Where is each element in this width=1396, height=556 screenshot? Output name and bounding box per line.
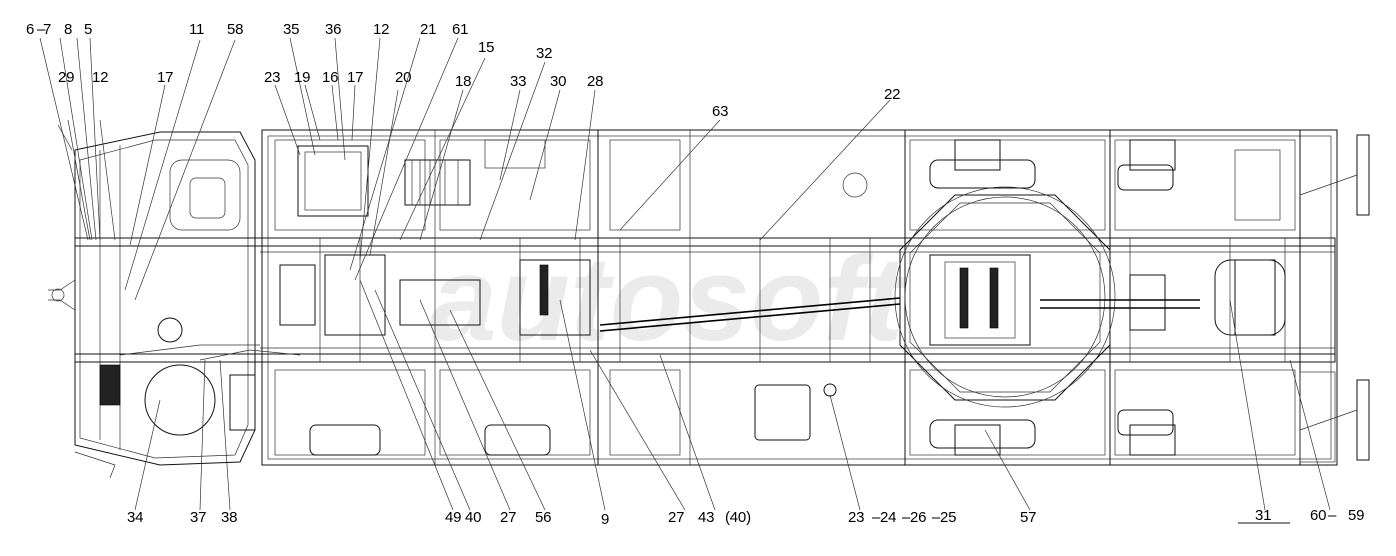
leader-lines: [39, 37, 1331, 524]
label-28: 28: [587, 73, 604, 90]
watermark-text: autosoft: [430, 232, 908, 366]
label-40: 40: [465, 509, 482, 526]
dash-separator: –: [1328, 507, 1337, 524]
label-37: 37: [190, 509, 207, 526]
dash-separator: –: [902, 509, 911, 526]
label-21: 21: [420, 21, 437, 38]
label-36: 36: [325, 21, 342, 38]
dash-separator: –: [932, 509, 941, 526]
label-26: 26: [910, 509, 927, 526]
label-20: 20: [395, 69, 412, 86]
outrigger-boxes: [274, 139, 1336, 463]
wheel-assemblies: [929, 139, 1176, 456]
label-17b: 17: [347, 69, 364, 86]
dash-separator: –: [872, 509, 881, 526]
label-49: 49: [445, 509, 462, 526]
label-40-paren: (40): [725, 509, 751, 526]
dash-separator: –: [37, 21, 46, 38]
label-57: 57: [1020, 509, 1037, 526]
label-11: 11: [189, 21, 205, 38]
rear-end: [1299, 134, 1370, 461]
slewing-ring: [894, 186, 1116, 408]
label-7: 7: [43, 21, 52, 38]
label-5: 5: [84, 21, 93, 38]
label-58: 58: [227, 21, 244, 38]
label-17a: 17: [157, 69, 174, 86]
label-34: 34: [127, 509, 144, 526]
label-33: 33: [510, 73, 527, 90]
label-61: 61: [452, 21, 469, 38]
label-31: 31: [1255, 507, 1272, 524]
label-15: 15: [478, 39, 495, 56]
label-35: 35: [283, 21, 300, 38]
label-59: 59: [1348, 507, 1365, 524]
label-6: 6: [26, 21, 35, 38]
label-27b: 27: [668, 509, 685, 526]
label-23a: 23: [264, 69, 281, 86]
label-24: 24: [880, 509, 897, 526]
label-63: 63: [712, 103, 729, 120]
cab-outline: [48, 124, 256, 479]
label-56: 56: [535, 509, 552, 526]
label-60: 60: [1310, 507, 1327, 524]
label-9: 9: [601, 511, 610, 528]
label-30: 30: [550, 73, 567, 90]
label-38: 38: [221, 509, 238, 526]
label-27a: 27: [500, 509, 517, 526]
label-18: 18: [455, 73, 472, 90]
drivetrain: [99, 172, 1200, 436]
label-16: 16: [322, 69, 339, 86]
tanks: [309, 159, 1286, 456]
label-32: 32: [536, 45, 553, 62]
label-23b: 23: [848, 509, 865, 526]
label-22: 22: [884, 86, 901, 103]
label-12b: 12: [92, 69, 109, 86]
label-25: 25: [940, 509, 957, 526]
label-19: 19: [294, 69, 311, 86]
label-29: 29: [58, 69, 75, 86]
label-43: 43: [698, 509, 715, 526]
label-8: 8: [64, 21, 73, 38]
label-12a: 12: [373, 21, 390, 38]
frame-rails: [74, 237, 1336, 363]
